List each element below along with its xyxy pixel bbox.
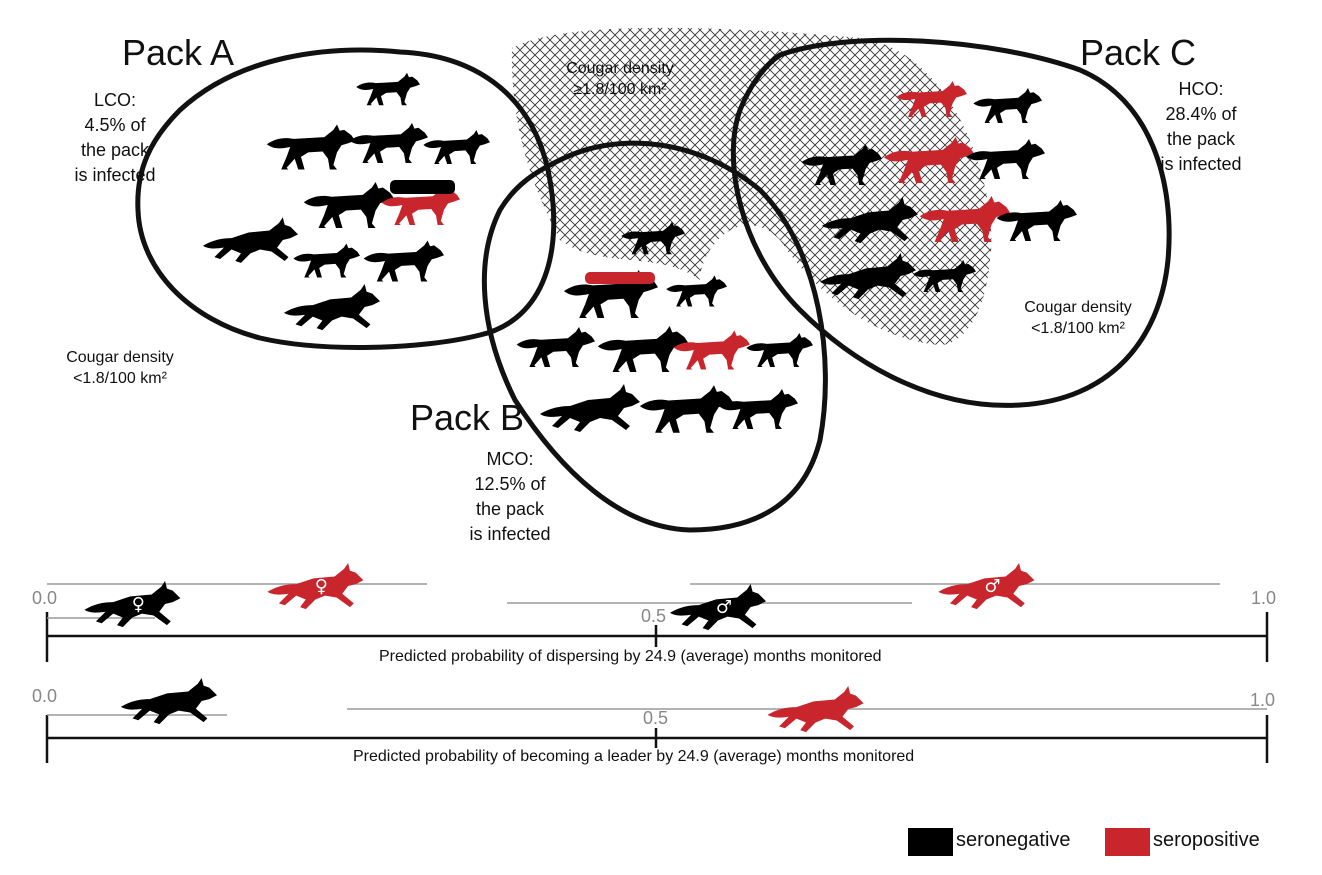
dispersing-sex-symbol-female-seronegative: ♀ bbox=[132, 594, 145, 615]
dispersing-min-label: 0.0 bbox=[32, 588, 58, 608]
dispersing-scale: ♀ ♀ ♂ ♂ bbox=[45, 563, 1269, 662]
pack-b-wolf-seropositive bbox=[673, 330, 750, 370]
pack-a-wolf bbox=[363, 240, 444, 282]
pack-b-wolf-partial-back bbox=[585, 272, 655, 284]
dispersing-mid-label: 0.5 bbox=[641, 606, 667, 626]
pack-c-wolf bbox=[996, 200, 1077, 241]
dispersing-sex-symbol-male-seronegative: ♂ bbox=[716, 597, 732, 618]
cougar-density-low-left-label: Cougar density<1.8/100 km² bbox=[66, 349, 174, 387]
pack-b-wolf bbox=[597, 326, 688, 372]
pack-a-boundary bbox=[135, 47, 557, 350]
dispersing-marker-female-seronegative: ♀ bbox=[84, 581, 181, 628]
dispersing-sex-symbol-male-seropositive: ♂ bbox=[984, 576, 1000, 597]
leader-scale-label: Predicted probability of becoming a lead… bbox=[353, 748, 915, 765]
pack-a-title: Pack A bbox=[122, 32, 235, 73]
pack-a-wolf bbox=[293, 243, 360, 278]
pack-a-wolf bbox=[349, 123, 428, 163]
leader-min-label: 0.0 bbox=[32, 686, 58, 706]
pack-a-wolf-partial-back bbox=[390, 180, 455, 194]
legend-label-seronegative: seronegative bbox=[956, 829, 1071, 851]
pack-a-wolves bbox=[203, 72, 490, 331]
legend-swatch-seropositive bbox=[1105, 828, 1150, 856]
legend-swatch-seronegative bbox=[908, 828, 953, 856]
legend-label-seropositive: seropositive bbox=[1153, 829, 1260, 851]
dispersing-marker-male-seronegative: ♂ bbox=[670, 584, 766, 631]
pack-a-wolf bbox=[356, 72, 420, 106]
dispersing-marker-female-seropositive: ♀ bbox=[267, 563, 364, 610]
leader-marker-seronegative bbox=[121, 678, 217, 725]
dispersing-sex-symbol-female-seropositive: ♀ bbox=[315, 576, 328, 597]
leader-max-label: 1.0 bbox=[1250, 690, 1276, 710]
pack-c-title: Pack C bbox=[1080, 32, 1197, 73]
pack-b-wolf bbox=[719, 389, 798, 429]
dispersing-marker-male-seropositive: ♂ bbox=[938, 563, 1035, 610]
pack-b-wolf bbox=[639, 385, 733, 433]
pack-b-boundary bbox=[481, 140, 828, 533]
pack-b-wolf bbox=[540, 384, 640, 432]
pack-b-wolves bbox=[516, 221, 813, 433]
pack-a-wolf bbox=[203, 217, 298, 263]
pack-c-boundary bbox=[730, 37, 1172, 408]
pack-b-wolf bbox=[666, 275, 727, 307]
leader-mid-label: 0.5 bbox=[643, 708, 669, 728]
dispersing-max-label: 1.0 bbox=[1251, 588, 1277, 608]
pack-c-wolf bbox=[973, 88, 1042, 123]
pack-b-title: Pack B bbox=[410, 397, 525, 438]
cougar-density-high-label: Cougar density≥1.8/100 km² bbox=[566, 60, 674, 98]
pack-a-wolf bbox=[303, 182, 394, 228]
leader-scale bbox=[45, 678, 1269, 763]
pack-b-wolf bbox=[516, 327, 595, 367]
pack-a-wolf bbox=[423, 130, 490, 164]
pack-a-wolf bbox=[266, 124, 355, 170]
dispersing-scale-label: Predicted probability of dispersing by 2… bbox=[379, 648, 882, 665]
leader-wolf-seronegative bbox=[121, 678, 217, 725]
cougar-density-low-right-label: Cougar density<1.8/100 km² bbox=[1024, 299, 1132, 337]
pack-a-wolf bbox=[284, 284, 380, 331]
pack-b-wolf bbox=[746, 333, 813, 367]
